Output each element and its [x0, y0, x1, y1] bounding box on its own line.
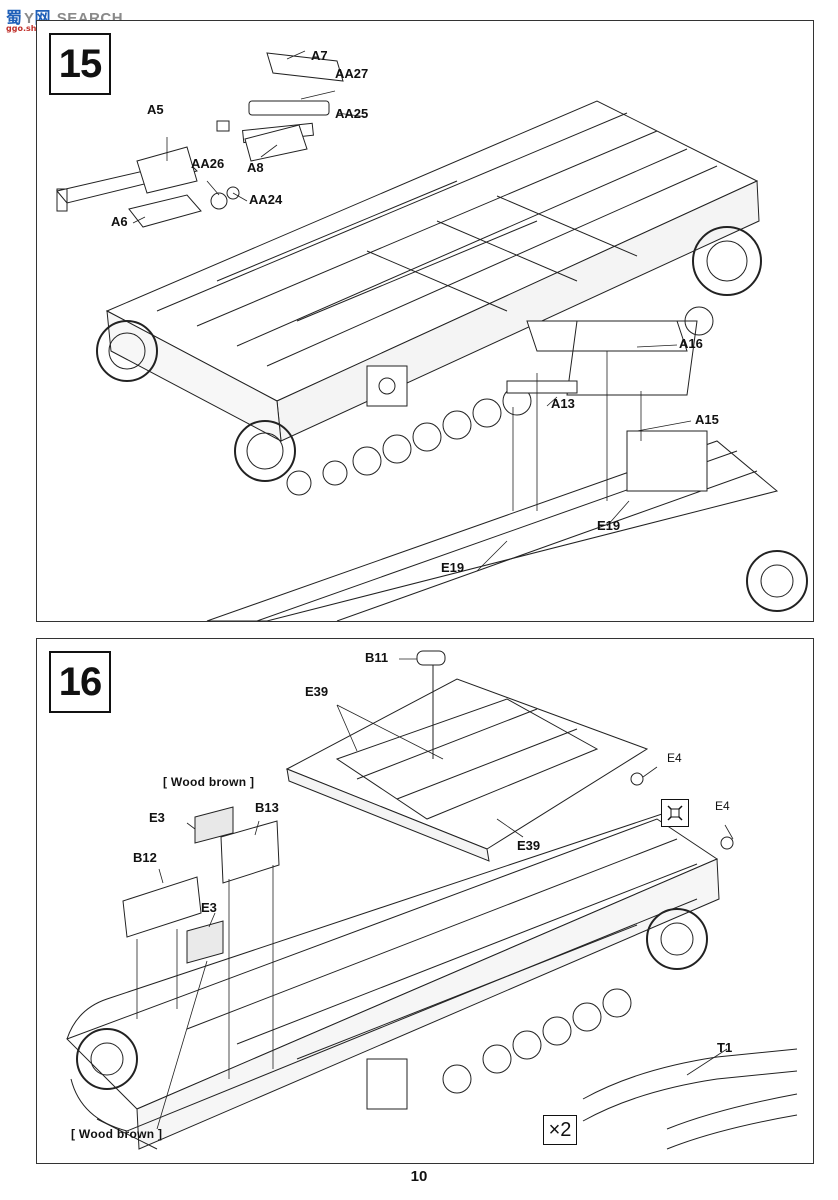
leader-lines-16: [136, 658, 734, 1130]
lower-hull-with-tracks: [66, 808, 720, 1150]
track-links: [66, 808, 698, 1150]
label-aa27: AA27: [335, 66, 369, 81]
watermark-brand-cn: 蜀: [6, 8, 23, 27]
label-a16: A16: [679, 336, 703, 351]
label-t1: T1: [717, 1040, 733, 1055]
step-16-panel: 16 B11 E39 E39 E4 E4 [ Wood brown ] E3 B…: [36, 638, 814, 1164]
label-e4-top: E4: [667, 751, 682, 765]
step-15-drawing: [56, 50, 808, 621]
no-glue-icon: [661, 799, 689, 827]
label-e3-bottom: E3: [201, 900, 217, 915]
label-a7: A7: [311, 48, 328, 63]
lower-hull-assembly: [206, 320, 808, 621]
step-16-drawing: [66, 650, 798, 1150]
label-b11: B11: [365, 650, 389, 665]
label-a5: A5: [147, 102, 164, 117]
label-e3-top: E3: [149, 810, 165, 825]
page-number: 10: [410, 1168, 428, 1185]
wood-brown-note-bottom: [ Wood brown ]: [71, 1127, 163, 1141]
road-wheels-16: [442, 988, 632, 1094]
label-aa24: AA24: [249, 192, 283, 207]
label-a6: A6: [111, 214, 128, 229]
label-e19-right: E19: [597, 518, 621, 533]
upper-plate-assembly: [285, 650, 734, 862]
leader-lines: [132, 50, 692, 572]
label-b13: B13: [255, 800, 279, 815]
label-b12: B12: [133, 850, 157, 865]
label-aa25: AA25: [335, 106, 369, 121]
watermark-brand-mid: Y: [24, 10, 35, 27]
label-a8: A8: [247, 160, 264, 175]
label-aa26: AA26: [191, 156, 225, 171]
upper-road-wheels: [286, 386, 532, 496]
label-e4-right: E4: [715, 799, 730, 813]
step-15-panel: 15 A7 AA27 AA25 A8 A5 AA26 AA24 A6 A16 A…: [36, 20, 814, 622]
label-e39-bottom: E39: [517, 838, 541, 853]
label-a15: A15: [695, 412, 719, 427]
track-link-t1-detail: [582, 1048, 798, 1150]
label-e19-left: E19: [441, 560, 465, 575]
step-16-number: 16: [49, 651, 111, 713]
top-parts-a5-a6: [56, 146, 240, 228]
multiplier-badge: ×2: [543, 1115, 577, 1145]
top-parts-a7-a8: [216, 52, 344, 162]
wood-brown-note-top: [ Wood brown ]: [163, 775, 255, 789]
side-parts-e3-b12-b13: [122, 806, 280, 964]
label-e39-top: E39: [305, 684, 329, 699]
upper-hull-assembly: [96, 100, 762, 496]
step-15-number: 15: [49, 33, 111, 95]
label-a13: A13: [551, 396, 575, 411]
